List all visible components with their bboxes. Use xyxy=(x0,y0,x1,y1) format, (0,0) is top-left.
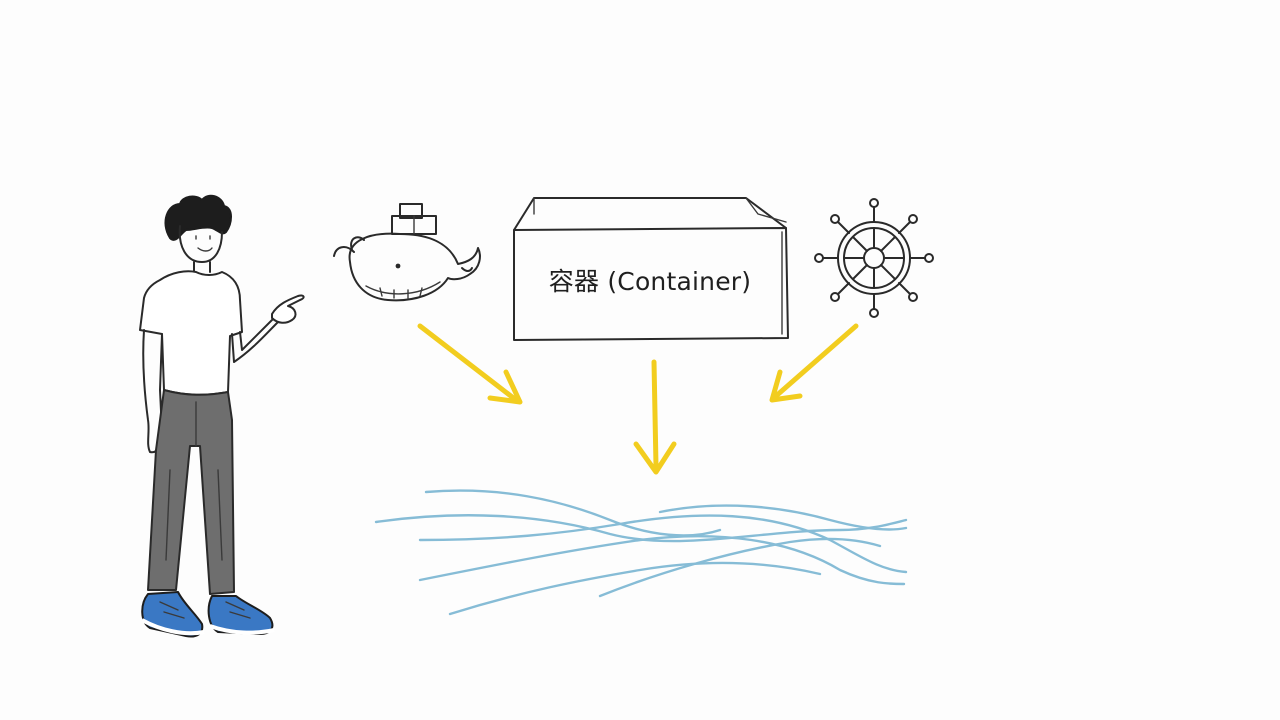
container-box-top-edge xyxy=(533,197,787,223)
whale-spout xyxy=(333,236,365,257)
wave-line-4 xyxy=(658,504,908,531)
whale-belly xyxy=(365,281,441,295)
person-pants xyxy=(147,389,235,595)
person-pants-crease xyxy=(165,401,223,561)
container-box xyxy=(513,197,789,341)
arrows xyxy=(417,323,859,475)
wave-line-2 xyxy=(374,514,908,543)
person-shoe-left-sole xyxy=(141,618,205,636)
person-smile xyxy=(197,247,213,252)
person-hand xyxy=(271,294,305,324)
ship-wheel-icon xyxy=(814,198,934,318)
whale-body xyxy=(348,232,481,302)
wave-line-3 xyxy=(418,514,908,574)
person-figure xyxy=(139,194,305,638)
whale-tail xyxy=(461,267,473,272)
person-shirt xyxy=(139,270,243,396)
person-shoe-right-laces xyxy=(225,601,251,619)
wave-line-1 xyxy=(424,489,722,537)
wave-line-5 xyxy=(418,535,906,586)
container-box-front xyxy=(513,227,789,341)
wave-line-7 xyxy=(598,537,882,598)
wheel-handles xyxy=(821,205,927,311)
person-shoe-right-sole xyxy=(209,624,275,635)
person-neck xyxy=(193,261,211,273)
person-face xyxy=(178,225,223,263)
arrow-middle-head xyxy=(633,441,677,475)
arrow-right-head xyxy=(769,369,803,403)
container-label: 容器 (Container) xyxy=(548,267,752,296)
wheel-spokes xyxy=(843,227,905,289)
whale-belly-lines xyxy=(379,287,423,299)
whale-eye xyxy=(395,263,401,269)
wave-line-6 xyxy=(448,561,822,616)
arrow-middle-shaft xyxy=(651,359,659,469)
person-hair xyxy=(164,194,232,241)
wave-lines xyxy=(374,489,908,616)
arrow-left-shaft xyxy=(417,323,519,403)
container-box-top xyxy=(513,197,787,231)
arrow-right-shaft xyxy=(773,323,859,399)
whale-container-top xyxy=(399,203,423,219)
docker-whale-icon xyxy=(333,203,481,302)
wheel-handle-knobs xyxy=(814,198,934,318)
person-shoe-left-laces xyxy=(159,601,185,619)
arrow-left-head xyxy=(487,369,523,405)
